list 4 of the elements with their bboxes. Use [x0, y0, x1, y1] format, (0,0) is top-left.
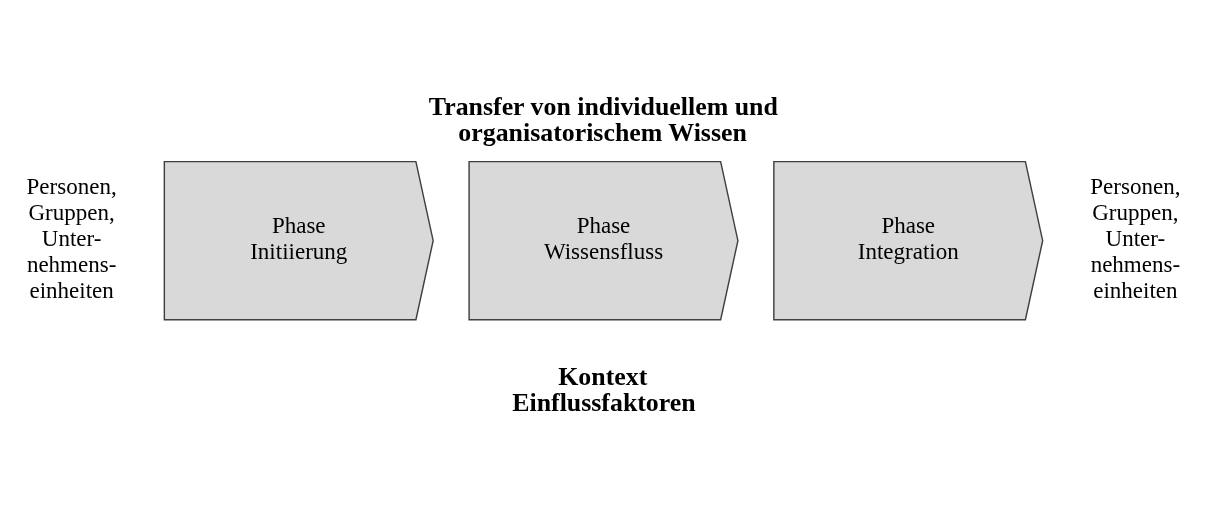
- label: Personen, Gruppen, Unter- nehmens- einheiten: [26, 174, 117, 303]
- label: Kontext Einflussfaktoren: [512, 362, 696, 417]
- label: Personen, Gruppen, Unter- nehmens- einheiten: [1090, 174, 1181, 303]
- diagram-title: Transfer von individuellem und organisatorischem Wissen: [428, 91, 778, 147]
